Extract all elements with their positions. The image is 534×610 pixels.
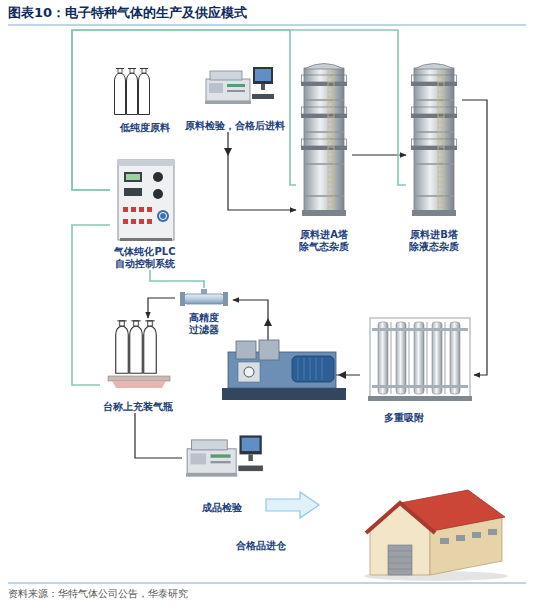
filling-station: 台称上充装气瓶 — [100, 318, 176, 413]
plc-control: 气体纯化PLC 自动控制系统 — [110, 155, 180, 270]
warehouse-door — [388, 545, 412, 575]
compressor-body — [228, 352, 336, 388]
node-label: 原料进A塔 除气态杂质 — [297, 229, 351, 253]
compressor-base — [222, 388, 346, 400]
cabinet-display — [124, 172, 142, 182]
door-slats — [388, 551, 412, 569]
adsorption-column — [414, 322, 424, 394]
flow-arrow — [352, 154, 406, 155]
display-screen — [126, 174, 140, 180]
roof-trim — [366, 503, 435, 533]
adsorption-column — [378, 322, 388, 394]
gas-cylinder — [116, 321, 129, 373]
adsorption-column — [432, 322, 442, 394]
compressor-panel — [238, 362, 260, 382]
adsorption-rack — [368, 318, 472, 401]
adsorption-column — [450, 322, 460, 394]
title-rule — [8, 25, 526, 26]
flow-arrow — [233, 300, 360, 375]
filter-flange — [223, 292, 228, 306]
cabinet-body — [118, 160, 174, 240]
node-label: 成品检验 — [202, 502, 242, 514]
cabinet-display — [124, 188, 142, 196]
gas-cylinder — [130, 321, 143, 373]
cabinet-logo — [157, 210, 169, 222]
product-inspection: 成品检验 — [182, 428, 262, 514]
filter-port — [201, 289, 207, 294]
flow-arrow — [228, 132, 296, 210]
tower-a: 原料进A塔 除气态杂质 — [296, 58, 352, 253]
control-dial — [153, 172, 163, 182]
control-dial — [153, 189, 163, 199]
cabinet-top — [118, 160, 174, 166]
flow-arrow — [462, 100, 487, 375]
filter-body — [184, 294, 224, 304]
rack-frame — [370, 318, 470, 398]
adsorption-unit: 多重吸附 — [360, 312, 474, 424]
adsorption-column — [396, 322, 406, 394]
filter-unit — [180, 289, 228, 306]
warehouse-roof — [400, 490, 505, 531]
lab-instrument — [205, 67, 274, 104]
source-note: 资料来源：华特气体公司公告，华泰研究 — [8, 588, 188, 600]
scale-platform — [108, 376, 170, 381]
raw-cylinders: 低纯度原料 — [100, 60, 190, 134]
lab-instrument — [186, 435, 263, 476]
rack-manifold — [372, 328, 468, 331]
gas-cylinder — [115, 69, 126, 115]
rack-base — [368, 396, 472, 401]
step-label: 合格品进仓 — [236, 540, 286, 552]
warehouse-window — [440, 529, 497, 544]
control-line — [72, 225, 110, 385]
pressure-gauge — [244, 367, 254, 377]
compressor-motor — [292, 356, 334, 382]
connectors — [72, 30, 487, 458]
distillation-tower — [301, 64, 347, 217]
red-buttons — [123, 207, 152, 224]
control-line — [72, 30, 406, 190]
cabinet-feet — [120, 238, 172, 241]
warehouse — [364, 490, 508, 581]
filter-flange — [180, 292, 185, 306]
compressor-head — [236, 341, 256, 359]
flow-arrowhead — [224, 148, 232, 156]
node-label: 原料进B塔 除液态杂质 — [407, 229, 461, 253]
rack-pipe — [391, 322, 445, 394]
raw-inspection: 原料检验，合格后进料 — [180, 60, 290, 132]
flow-arrowhead — [264, 318, 272, 326]
compressor — [222, 340, 346, 400]
gas-cylinder — [127, 69, 138, 115]
rack-manifold — [372, 385, 468, 388]
flow-arrowhead — [338, 371, 346, 379]
node-label: 气体纯化PLC 自动控制系统 — [110, 246, 180, 270]
precision-filter: 高精度 过滤器 — [175, 288, 233, 336]
tower-b: 原料进B塔 除液态杂质 — [406, 58, 462, 253]
caption-rule — [8, 583, 526, 584]
scale-base — [112, 381, 166, 388]
node-label: 原料检验，合格后进料 — [185, 120, 285, 132]
figure-title: 图表10：电子特种气体的生产及供应模式 — [8, 5, 247, 21]
flow-arrow — [135, 413, 182, 458]
control-line — [150, 270, 204, 288]
compressor-head — [259, 340, 279, 360]
node-label: 高精度 过滤器 — [187, 312, 221, 336]
node-label: 多重吸附 — [384, 412, 424, 424]
gas-cylinder — [139, 69, 150, 115]
block-arrow — [266, 492, 319, 518]
logo-ring — [160, 213, 167, 220]
motor-fins — [298, 358, 322, 380]
node-label: 低纯度原料 — [120, 122, 170, 134]
control-line — [72, 30, 296, 190]
gas-cylinder — [144, 321, 157, 373]
distillation-tower — [411, 64, 457, 217]
flow-arrow — [148, 298, 175, 318]
node-label: 台称上充装气瓶 — [103, 401, 173, 413]
plc-cabinet — [118, 160, 174, 241]
